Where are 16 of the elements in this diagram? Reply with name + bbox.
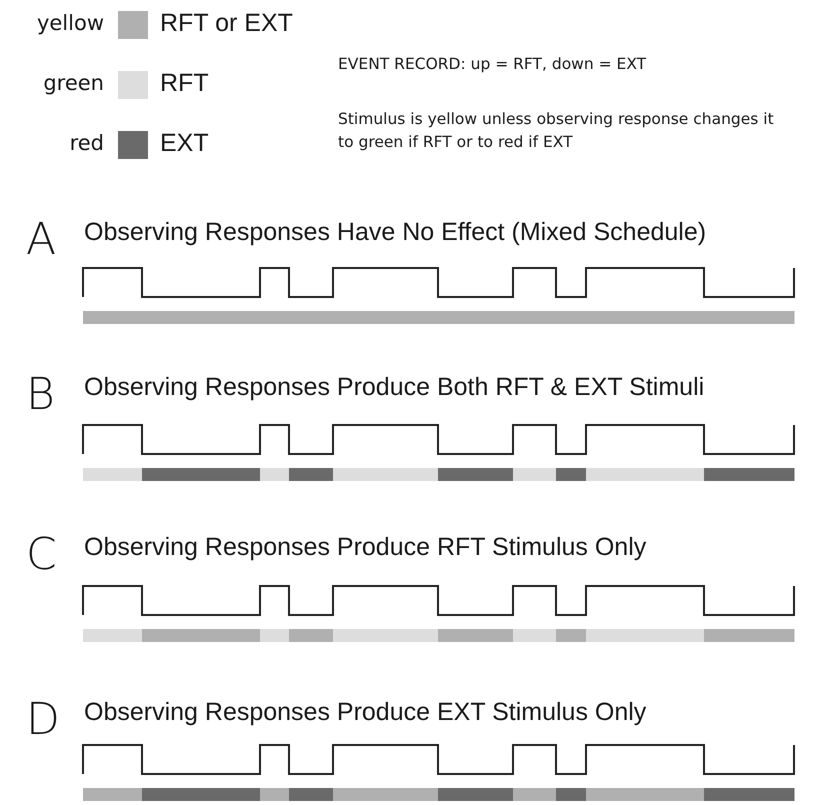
panel-letter: B: [26, 369, 55, 420]
event-record-note: EVENT RECORD: up = RFT, down = EXT: [338, 55, 646, 73]
color-name: green: [42, 71, 104, 95]
legend-text: EXT: [160, 129, 209, 158]
panel-letter: C: [26, 529, 57, 580]
panel-title: Observing Responses Produce RFT Stimulus Only: [84, 533, 646, 562]
panel-title: Observing Responses Produce EXT Stimulus Only: [84, 698, 646, 727]
legend-text: RFT: [160, 69, 209, 98]
panel-letter: A: [26, 214, 56, 265]
color-name: red: [68, 131, 104, 155]
stimulus-note: Stimulus is yellow unless observing response changes it to green if RFT or to red if EXT: [338, 109, 775, 154]
panel-title: Observing Responses Produce Both RFT & EXT Stimuli: [84, 373, 704, 402]
panel-letter: D: [26, 694, 60, 745]
panel-title: Observing Responses Have No Effect (Mixed Schedule): [84, 218, 706, 247]
legend-text: RFT or EXT: [160, 9, 293, 38]
color-name: yellow: [36, 11, 104, 35]
